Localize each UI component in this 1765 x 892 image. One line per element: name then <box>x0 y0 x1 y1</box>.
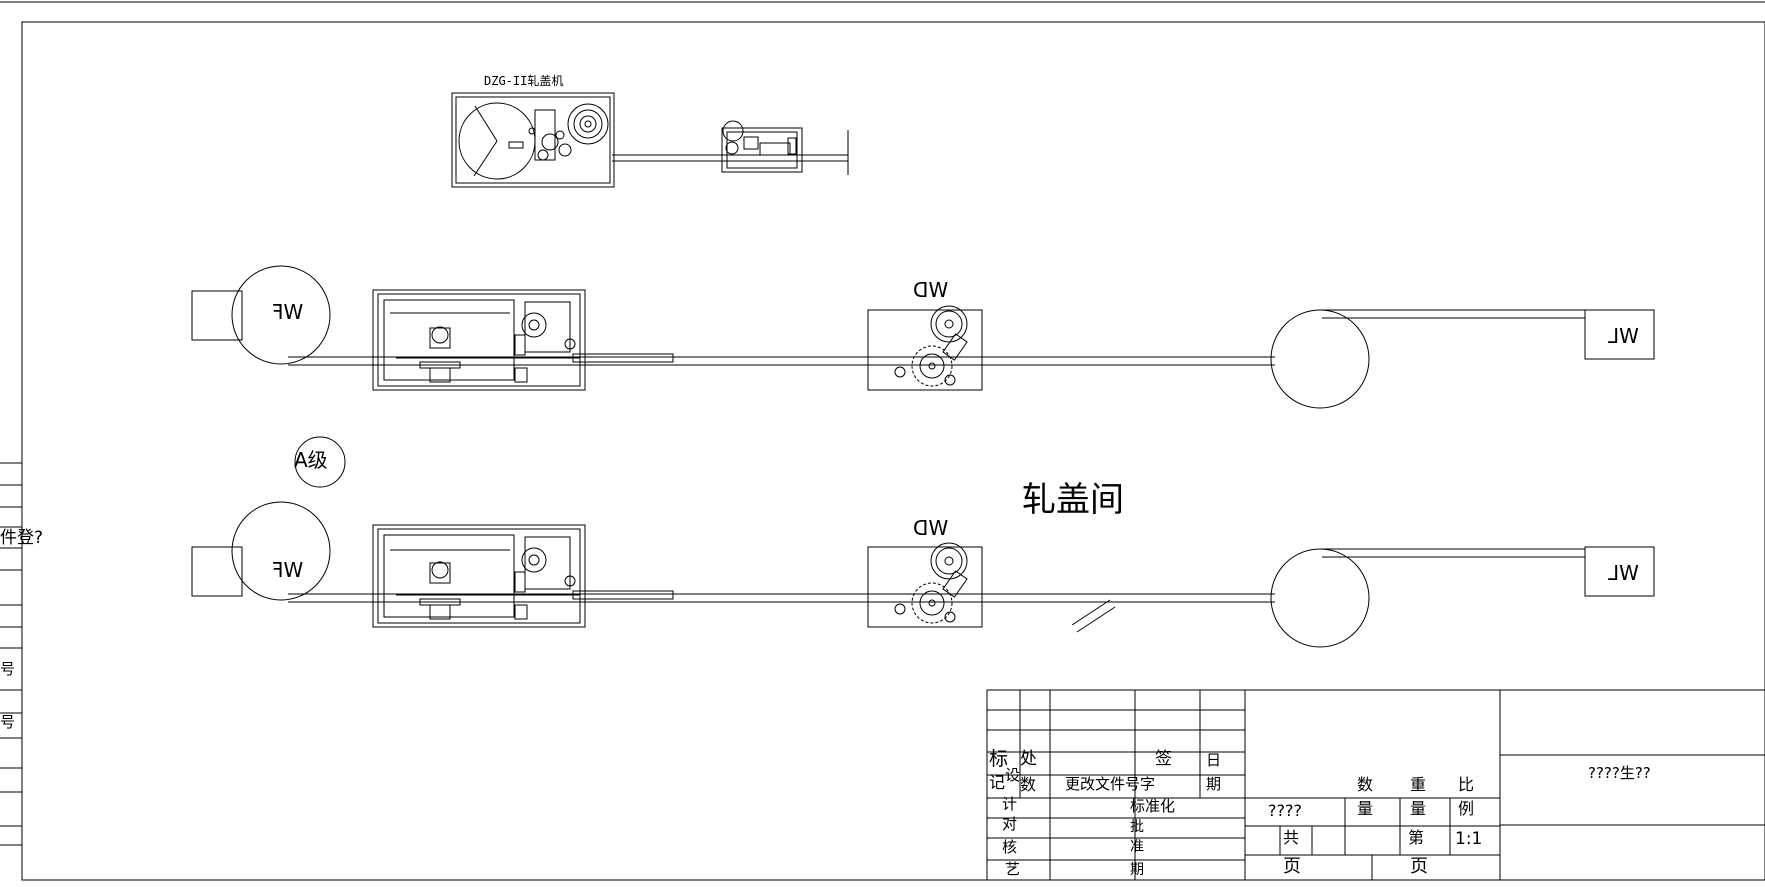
tb-row1-c2: 处 <box>1020 749 1037 769</box>
tb-check-3: 核 <box>1002 838 1018 856</box>
left-strip <box>0 462 22 846</box>
title-block <box>986 689 1765 881</box>
tb-approve-1: 批 <box>1130 819 1144 835</box>
tb-page-1: 页 <box>1283 856 1301 877</box>
tb-row2-c3: 更改文件号字 <box>1065 775 1156 793</box>
tb-page-2: 页 <box>1410 856 1428 877</box>
tb-row1-c3: 签 <box>1155 749 1172 769</box>
tb-sheet: 第 <box>1408 828 1425 847</box>
tb-check-1: 计 <box>1002 795 1018 813</box>
mid-unit-label-1: WD <box>913 278 949 302</box>
room-label: 轧盖间 <box>1022 480 1124 520</box>
tb-approve-3: 期 <box>1130 862 1144 878</box>
tb-row2-c2: 数 <box>1020 775 1037 794</box>
production-line-2 <box>191 501 1655 648</box>
grade-marker <box>294 436 346 488</box>
tb-design: 设 <box>1005 766 1021 784</box>
tb-std: 标准化 <box>1130 797 1176 815</box>
tb-row1-c1: 标 <box>989 748 1009 770</box>
strip-label-1: 件登? <box>0 528 44 548</box>
tb-check-4: 艺 <box>1005 860 1021 878</box>
out-unit-label-2: WL <box>1608 561 1639 585</box>
tb-approve-2: 准 <box>1130 839 1144 855</box>
strip-label-2: 号 <box>0 660 16 678</box>
feed-unit-label-1: WF <box>272 300 304 324</box>
tb-weight: 重量 <box>1407 776 1426 824</box>
production-line-1 <box>191 265 1655 409</box>
tb-company: ????生?? <box>1588 764 1651 782</box>
drawing-frame <box>21 21 1765 881</box>
tb-scale-value: 1:1 <box>1455 829 1483 849</box>
tb-check-2: 对 <box>1002 815 1018 833</box>
tb-row2-c1: 记 <box>989 773 1006 792</box>
feed-unit-label-2: WF <box>272 558 304 582</box>
out-unit-label-1: WL <box>1608 324 1639 348</box>
capping-machine-top <box>451 92 849 188</box>
tb-drawing-name: ???? <box>1268 801 1302 820</box>
grade-label: A级 <box>294 448 328 472</box>
machine-title: DZG-II轧盖机 <box>484 74 564 88</box>
tb-total: 共 <box>1283 828 1300 847</box>
tb-qty: 数量 <box>1354 776 1373 824</box>
tb-scale-label: 比例 <box>1455 776 1474 824</box>
tb-row1-c4: 日 <box>1206 751 1222 769</box>
mid-unit-label-2: WD <box>913 516 949 540</box>
tb-row2-c4: 期 <box>1206 775 1222 793</box>
strip-label-3: 号 <box>0 713 16 731</box>
